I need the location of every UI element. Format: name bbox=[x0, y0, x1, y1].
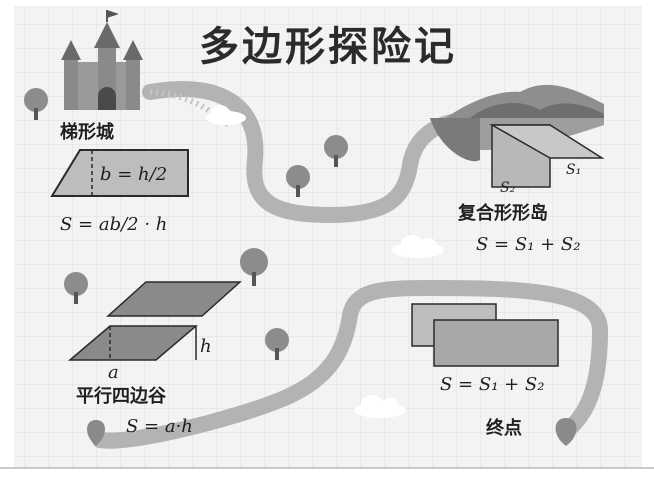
cloud-icon bbox=[354, 395, 406, 418]
endpoint-rect-2 bbox=[433, 319, 559, 367]
parallelogram-area-formula: S = a·h bbox=[126, 416, 193, 437]
cloud-icon bbox=[392, 235, 444, 258]
start-pin-icon bbox=[87, 420, 105, 446]
parallelogram-top-shape bbox=[106, 281, 242, 317]
page-title: 多边形探险记 bbox=[199, 24, 457, 70]
trapezoid-area-formula: S = ab/2 · h bbox=[60, 214, 167, 235]
cloud-icon bbox=[206, 105, 246, 125]
composite-s1-label: S₁ bbox=[566, 162, 581, 178]
tree-icon bbox=[265, 328, 289, 360]
parallelogram-h-label: h bbox=[200, 336, 212, 357]
castle-icon bbox=[61, 10, 143, 110]
trapezoid-castle-label: 梯形城 bbox=[60, 121, 114, 143]
tree-icon bbox=[24, 88, 48, 120]
parallelogram-a-label: a bbox=[108, 362, 119, 383]
tree-icon bbox=[64, 272, 88, 304]
end-pin-icon bbox=[555, 418, 577, 446]
winding-path bbox=[92, 81, 609, 449]
trapezoid-shape bbox=[50, 149, 189, 197]
composite-area-formula: S = S₁ + S₂ bbox=[476, 234, 580, 255]
tree-icon bbox=[240, 248, 268, 286]
parallelogram-valley-label: 平行四边谷 bbox=[76, 385, 167, 407]
tree-icon bbox=[324, 135, 348, 167]
composite-island-label: 复合形形岛 bbox=[457, 202, 548, 224]
composite-triangle bbox=[489, 124, 605, 159]
composite-s2-label: S₂ bbox=[500, 180, 516, 196]
tree-icon bbox=[286, 165, 310, 197]
end-point-label: 终点 bbox=[486, 417, 522, 439]
trapezoid-inner-formula: b = h/2 bbox=[100, 164, 167, 185]
endpoint-area-formula: S = S₁ + S₂ bbox=[440, 374, 544, 395]
